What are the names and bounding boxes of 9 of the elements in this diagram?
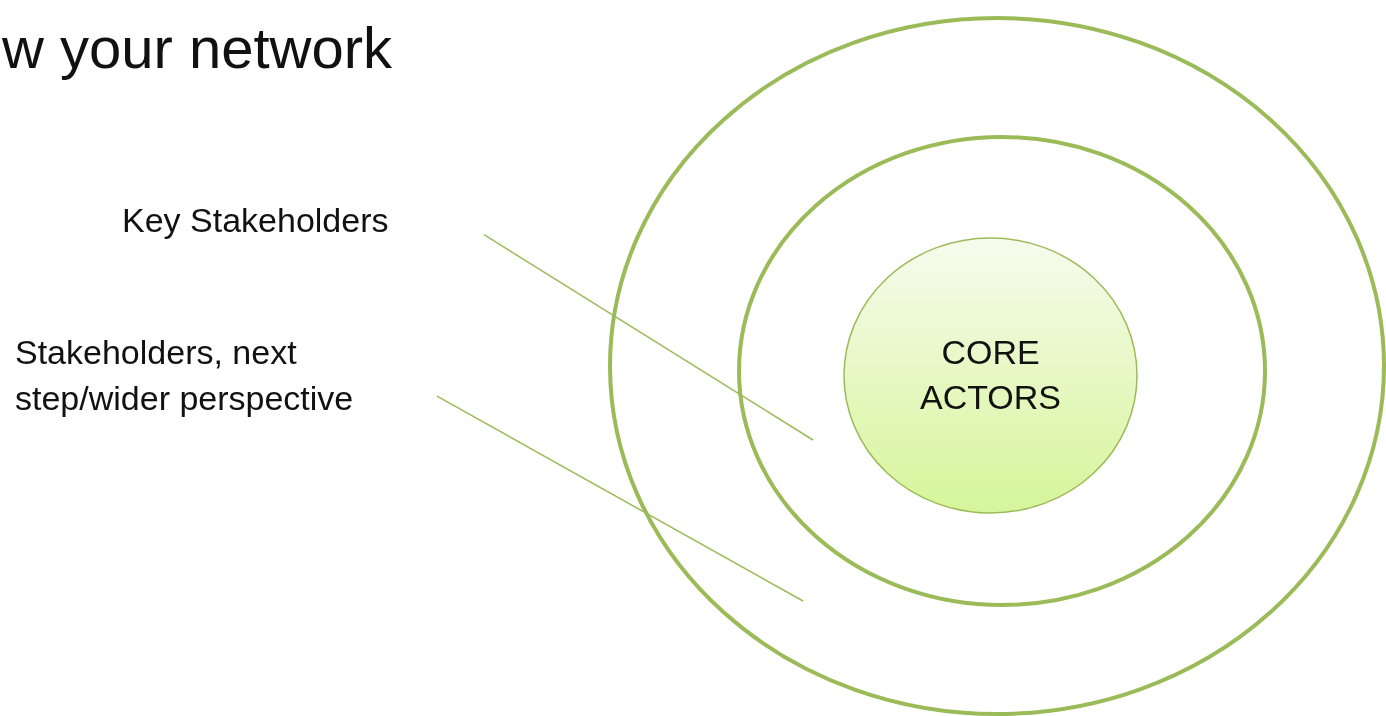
leader-line (436, 395, 804, 602)
callout-text: Key Stakeholders (122, 198, 482, 244)
circle-label: CORE ACTORS (918, 331, 1063, 419)
ring-ellipse (608, 16, 1386, 716)
title: w your network (2, 14, 393, 81)
core-circle (843, 237, 1138, 514)
ring-ellipse (737, 135, 1267, 607)
leader-line (483, 233, 814, 441)
callout-text: Stakeholders, next step/wider perspective (15, 330, 435, 422)
